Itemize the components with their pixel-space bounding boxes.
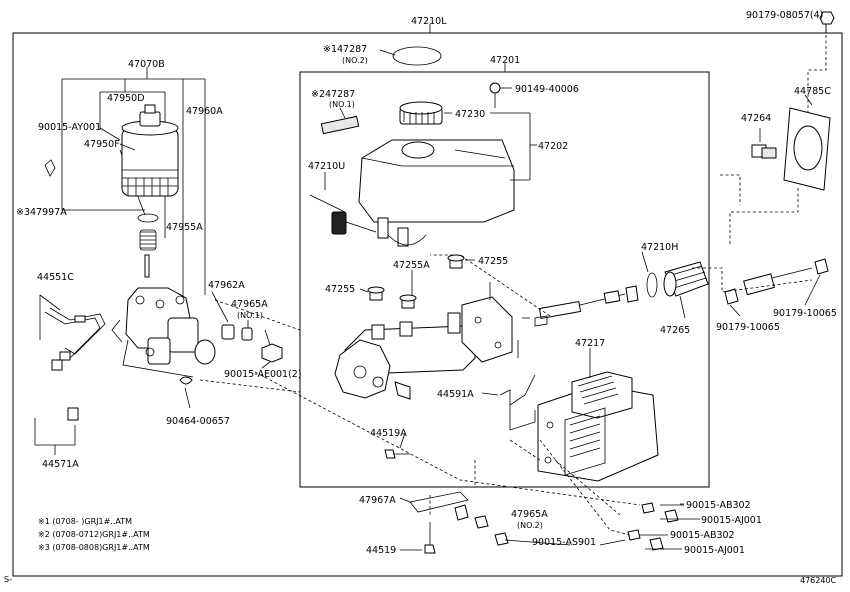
label-90015-AJ001-b: 90015-AJ001 bbox=[684, 545, 745, 556]
footer-right: 476240C bbox=[800, 576, 837, 585]
label-47965A-2-note: (NO.2) bbox=[517, 521, 543, 530]
master-cylinder bbox=[334, 282, 530, 400]
inner-frame bbox=[299, 71, 710, 488]
label-47210H: 47210H bbox=[641, 242, 678, 253]
label-47962A: 47962A bbox=[208, 280, 245, 291]
pump-body bbox=[111, 287, 216, 378]
push-rod bbox=[534, 290, 626, 327]
label-44591A: 44591A bbox=[437, 389, 474, 400]
footer-left: S- bbox=[4, 575, 12, 584]
abs-actuator bbox=[537, 371, 659, 482]
pin bbox=[144, 254, 150, 278]
label-47265: 47265 bbox=[660, 325, 690, 336]
label-47264: 47264 bbox=[741, 113, 771, 124]
label-47950F: 47950F bbox=[84, 139, 120, 150]
label-247287-note: (NO.1) bbox=[329, 100, 355, 109]
label-47255-a: 47255 bbox=[478, 256, 508, 267]
label-90179-10065-b: 90179-10065 bbox=[773, 308, 837, 319]
label-44785C: 44785C bbox=[794, 86, 831, 97]
label-90015-AB302-a: 90015-AB302 bbox=[686, 500, 751, 511]
label-47965A-2: 47965A bbox=[511, 509, 548, 520]
reservoir bbox=[358, 101, 515, 247]
boot bbox=[663, 261, 709, 297]
label-47217: 47217 bbox=[575, 338, 605, 349]
label-147287-note: (NO.2) bbox=[342, 56, 368, 65]
grommets bbox=[359, 254, 475, 309]
label-90179-10065-a: 90179-10065 bbox=[716, 322, 780, 333]
o-ring bbox=[392, 46, 442, 66]
label-47255-b: 47255 bbox=[325, 284, 355, 295]
label-44519A: 44519A bbox=[370, 428, 407, 439]
note-2: ※2 (0708-0712)GRJ1#..ATM bbox=[38, 530, 150, 539]
label-47201: 47201 bbox=[490, 55, 520, 66]
label-90179-08057: 90179-08057(4) bbox=[746, 10, 823, 21]
label-47210L: 47210L bbox=[411, 16, 447, 27]
outer-frame bbox=[12, 32, 843, 577]
label-47960A: 47960A bbox=[186, 106, 223, 117]
label-90015-AJ001-a: 90015-AJ001 bbox=[701, 515, 762, 526]
label-90015-AS901: 90015-AS901 bbox=[532, 537, 596, 548]
label-47070B: 47070B bbox=[128, 59, 165, 70]
note-3: ※3 (0708-0808)GRJ1#..ATM bbox=[38, 543, 150, 552]
label-47202: 47202 bbox=[538, 141, 568, 152]
label-44551C: 44551C bbox=[37, 272, 74, 283]
label-47950D: 47950D bbox=[107, 93, 145, 104]
label-47210U: 47210U bbox=[308, 161, 345, 172]
label-47967A: 47967A bbox=[359, 495, 396, 506]
note-1: ※1 (0708- )GRJ1#..ATM bbox=[38, 517, 132, 526]
label-47255A: 47255A bbox=[393, 260, 430, 271]
label-90015-AY001: 90015-AY001 bbox=[38, 122, 101, 133]
label-44571A: 44571A bbox=[42, 459, 79, 470]
label-90015-AB302-b: 90015-AB302 bbox=[670, 530, 735, 541]
label-347997A: ※347997A bbox=[16, 207, 67, 218]
label-90464-00657: 90464-00657 bbox=[166, 416, 230, 427]
label-47955A: 47955A bbox=[166, 222, 203, 233]
label-90149-40006: 90149-40006 bbox=[515, 84, 579, 95]
label-90015-AE001: 90015-AE001(2) bbox=[224, 369, 302, 380]
label-247287: ※247287 bbox=[311, 89, 355, 100]
label-47230: 47230 bbox=[455, 109, 485, 120]
label-147287: ※147287 bbox=[323, 44, 367, 55]
label-47965A-1: 47965A bbox=[231, 299, 268, 310]
label-44519: 44519 bbox=[366, 545, 396, 556]
label-47965A-1-note: (NO.1) bbox=[237, 311, 263, 320]
